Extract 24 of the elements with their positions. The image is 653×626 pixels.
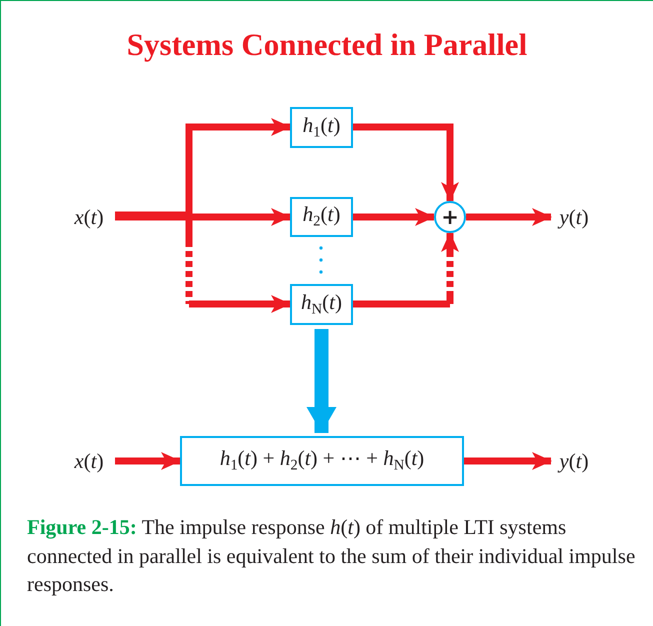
diagram-title: Systems Connected in Parallel bbox=[126, 27, 528, 63]
arrow bbox=[353, 208, 435, 226]
math-expression: + bbox=[441, 206, 459, 228]
math-expression: h$_{1}$(t) bbox=[302, 114, 340, 140]
system-box bbox=[180, 436, 464, 486]
signal-label: y(t) bbox=[551, 447, 597, 475]
arrow bbox=[115, 452, 181, 470]
figure-caption: Figure 2-15: The impulse response h(t) of multiple LTI systems connected in parallel is equivalent to the sum of their individual impulse responses. bbox=[27, 514, 636, 598]
system-box bbox=[290, 197, 353, 237]
arrow bbox=[353, 232, 459, 308]
arrow bbox=[353, 124, 459, 202]
signal-label: x(t) bbox=[63, 447, 115, 475]
summing-junction bbox=[434, 201, 466, 233]
system-box bbox=[290, 107, 353, 148]
signal-label: y(t) bbox=[551, 203, 597, 231]
math-expression: h$_{1}$(t) + h$_{2}$(t) + ⋯ + h$_{N}$(t) bbox=[220, 448, 424, 474]
arrow bbox=[115, 208, 291, 226]
math-expression: h$_{2}$(t) bbox=[302, 204, 340, 230]
signal-label: x(t) bbox=[63, 203, 115, 231]
math-expression: h$_{N}$(t) bbox=[301, 292, 342, 318]
system-box bbox=[290, 284, 353, 325]
arrow bbox=[464, 452, 552, 470]
block-arrow bbox=[306, 329, 336, 433]
arrow bbox=[466, 208, 552, 226]
